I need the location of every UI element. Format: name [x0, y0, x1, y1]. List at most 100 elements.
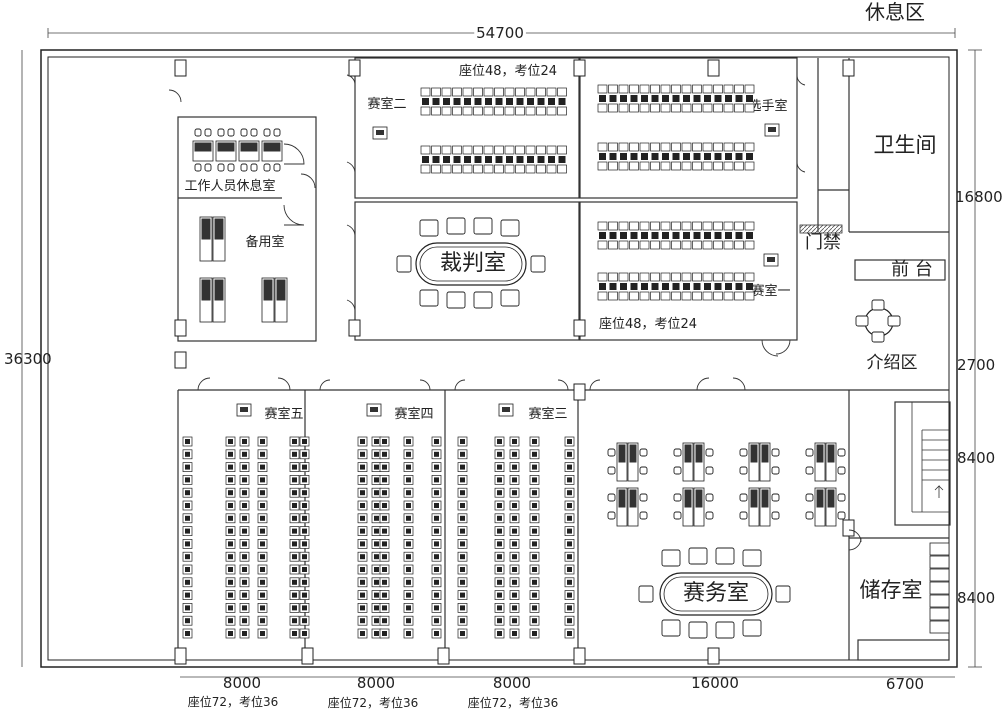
- monitor: [512, 618, 517, 624]
- monitor: [693, 95, 701, 102]
- players-seat: [692, 142, 702, 152]
- intro-area-label: 介绍区: [867, 353, 918, 373]
- monitor: [497, 515, 502, 521]
- monitor: [292, 451, 297, 457]
- monitor: [516, 98, 524, 105]
- monitor: [434, 464, 439, 470]
- room2-seat: [452, 106, 462, 116]
- monitor: [382, 541, 387, 547]
- monitor: [532, 477, 537, 483]
- desk-shade: [761, 444, 769, 463]
- chair: [688, 547, 708, 565]
- room2-seat: [504, 164, 515, 174]
- chair: [739, 466, 748, 475]
- monitor: [434, 579, 439, 585]
- monitor: [567, 490, 572, 496]
- room2-seat: [504, 87, 515, 97]
- monitor: [422, 156, 429, 163]
- monitor: [406, 579, 411, 585]
- top-dimension: [47, 28, 956, 38]
- monitor: [260, 439, 265, 444]
- monitor: [497, 541, 502, 547]
- monitor: [382, 592, 387, 598]
- monitor: [434, 554, 439, 560]
- chair: [837, 448, 846, 457]
- chair: [739, 511, 748, 520]
- monitor: [302, 592, 307, 598]
- room1-seat: [650, 272, 660, 282]
- monitor: [434, 567, 439, 572]
- chair: [500, 219, 520, 237]
- monitor: [242, 592, 247, 598]
- monitor: [746, 95, 753, 102]
- monitor: [502, 407, 510, 412]
- monitor: [485, 98, 492, 105]
- monitor: [260, 490, 265, 496]
- room2-seat: [536, 87, 546, 97]
- room1-seat: [671, 291, 681, 301]
- chair: [194, 128, 202, 137]
- dim-bottom-4: 16000: [691, 674, 739, 692]
- monitor: [374, 451, 379, 457]
- storage-shelf: [929, 594, 950, 608]
- monitor: [242, 567, 247, 572]
- monitor: [746, 232, 753, 239]
- players-seat: [639, 142, 650, 152]
- monitor: [242, 631, 247, 636]
- room1-seat: [629, 272, 639, 282]
- monitor: [360, 579, 365, 585]
- monitor: [567, 554, 572, 560]
- monitor: [537, 98, 545, 105]
- monitor: [532, 618, 537, 624]
- players-seat: [660, 103, 671, 113]
- monitor: [292, 567, 297, 572]
- room2-seat: [462, 145, 473, 155]
- monitor: [693, 153, 701, 160]
- desk-shade: [761, 489, 769, 508]
- room1-seat: [618, 272, 629, 282]
- monitor: [382, 528, 387, 534]
- players-seat: [629, 84, 639, 94]
- chair: [837, 466, 846, 475]
- monitor: [292, 503, 297, 508]
- chair: [837, 511, 846, 520]
- players-seat: [618, 142, 629, 152]
- monitor: [630, 283, 638, 290]
- monitor: [460, 592, 465, 598]
- desk-shade: [201, 279, 211, 301]
- room1-seat: [702, 240, 713, 250]
- monitor: [532, 503, 537, 508]
- monitor: [512, 579, 517, 585]
- room1-seat: [629, 291, 639, 301]
- room2-seat: [452, 164, 462, 174]
- monitor: [567, 618, 572, 624]
- monitor: [228, 477, 233, 483]
- players-seat: [734, 103, 744, 113]
- chair: [250, 128, 258, 137]
- room2-seat: [536, 106, 546, 116]
- room2-seat: [504, 106, 515, 116]
- monitor: [360, 477, 365, 483]
- room2-seat: [536, 145, 546, 155]
- room2-seat: [504, 145, 515, 155]
- players-seat: [660, 84, 671, 94]
- monitor: [382, 554, 387, 560]
- players-seat: [608, 161, 618, 171]
- monitor: [382, 605, 387, 611]
- chair: [673, 448, 682, 457]
- monitor: [453, 98, 461, 105]
- monitor: [374, 439, 379, 444]
- room1-seat: [723, 240, 734, 250]
- desk-shade: [629, 444, 637, 463]
- storage-shelf: [929, 620, 950, 634]
- monitor: [460, 605, 465, 611]
- room1-seat: [723, 291, 734, 301]
- svg-text:54700: 54700: [476, 24, 524, 42]
- monitor: [382, 618, 387, 624]
- monitor: [532, 605, 537, 611]
- players-seat: [723, 84, 734, 94]
- monitor: [292, 490, 297, 496]
- room1-seat: [639, 291, 650, 301]
- players-seat: [660, 142, 671, 152]
